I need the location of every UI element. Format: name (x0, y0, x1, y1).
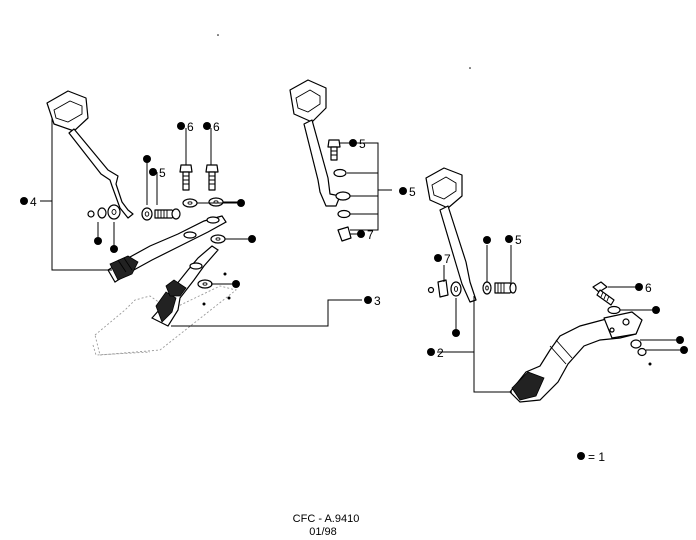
middle-buckle-assembly (289, 79, 352, 242)
stray-mark (217, 34, 219, 36)
callout-labels: 4 6 6 5 5 5 7 3 5 7 6 2 (30, 120, 652, 360)
callout-4: 4 (30, 195, 37, 209)
callout-5-right: 5 (515, 233, 522, 247)
callout-7-right: 7 (444, 252, 451, 266)
left-buckle-assembly (46, 90, 237, 356)
callout-7-middle: 7 (367, 228, 374, 242)
callout-6-right: 6 (645, 281, 652, 295)
callout-6-left-b: 6 (213, 120, 220, 134)
callout-5-left: 5 (159, 166, 166, 180)
callout-5-middle-top: 5 (359, 137, 366, 151)
right-buckle-assembly (425, 167, 652, 403)
legend-dot (577, 452, 585, 460)
legend: = 1 (577, 450, 605, 464)
callout-6-left-a: 6 (187, 120, 194, 134)
callout-3: 3 (374, 294, 381, 308)
footer-date: 01/98 (309, 526, 337, 538)
callout-2: 2 (437, 346, 444, 360)
footer: CFC - A.9410 01/98 (293, 513, 360, 538)
callout-5-middle: 5 (409, 185, 416, 199)
footer-code: CFC - A.9410 (293, 513, 360, 525)
leader-lines (40, 118, 680, 393)
stray-mark (469, 67, 471, 69)
legend-text: = 1 (588, 450, 605, 464)
callout-dots (20, 122, 688, 356)
